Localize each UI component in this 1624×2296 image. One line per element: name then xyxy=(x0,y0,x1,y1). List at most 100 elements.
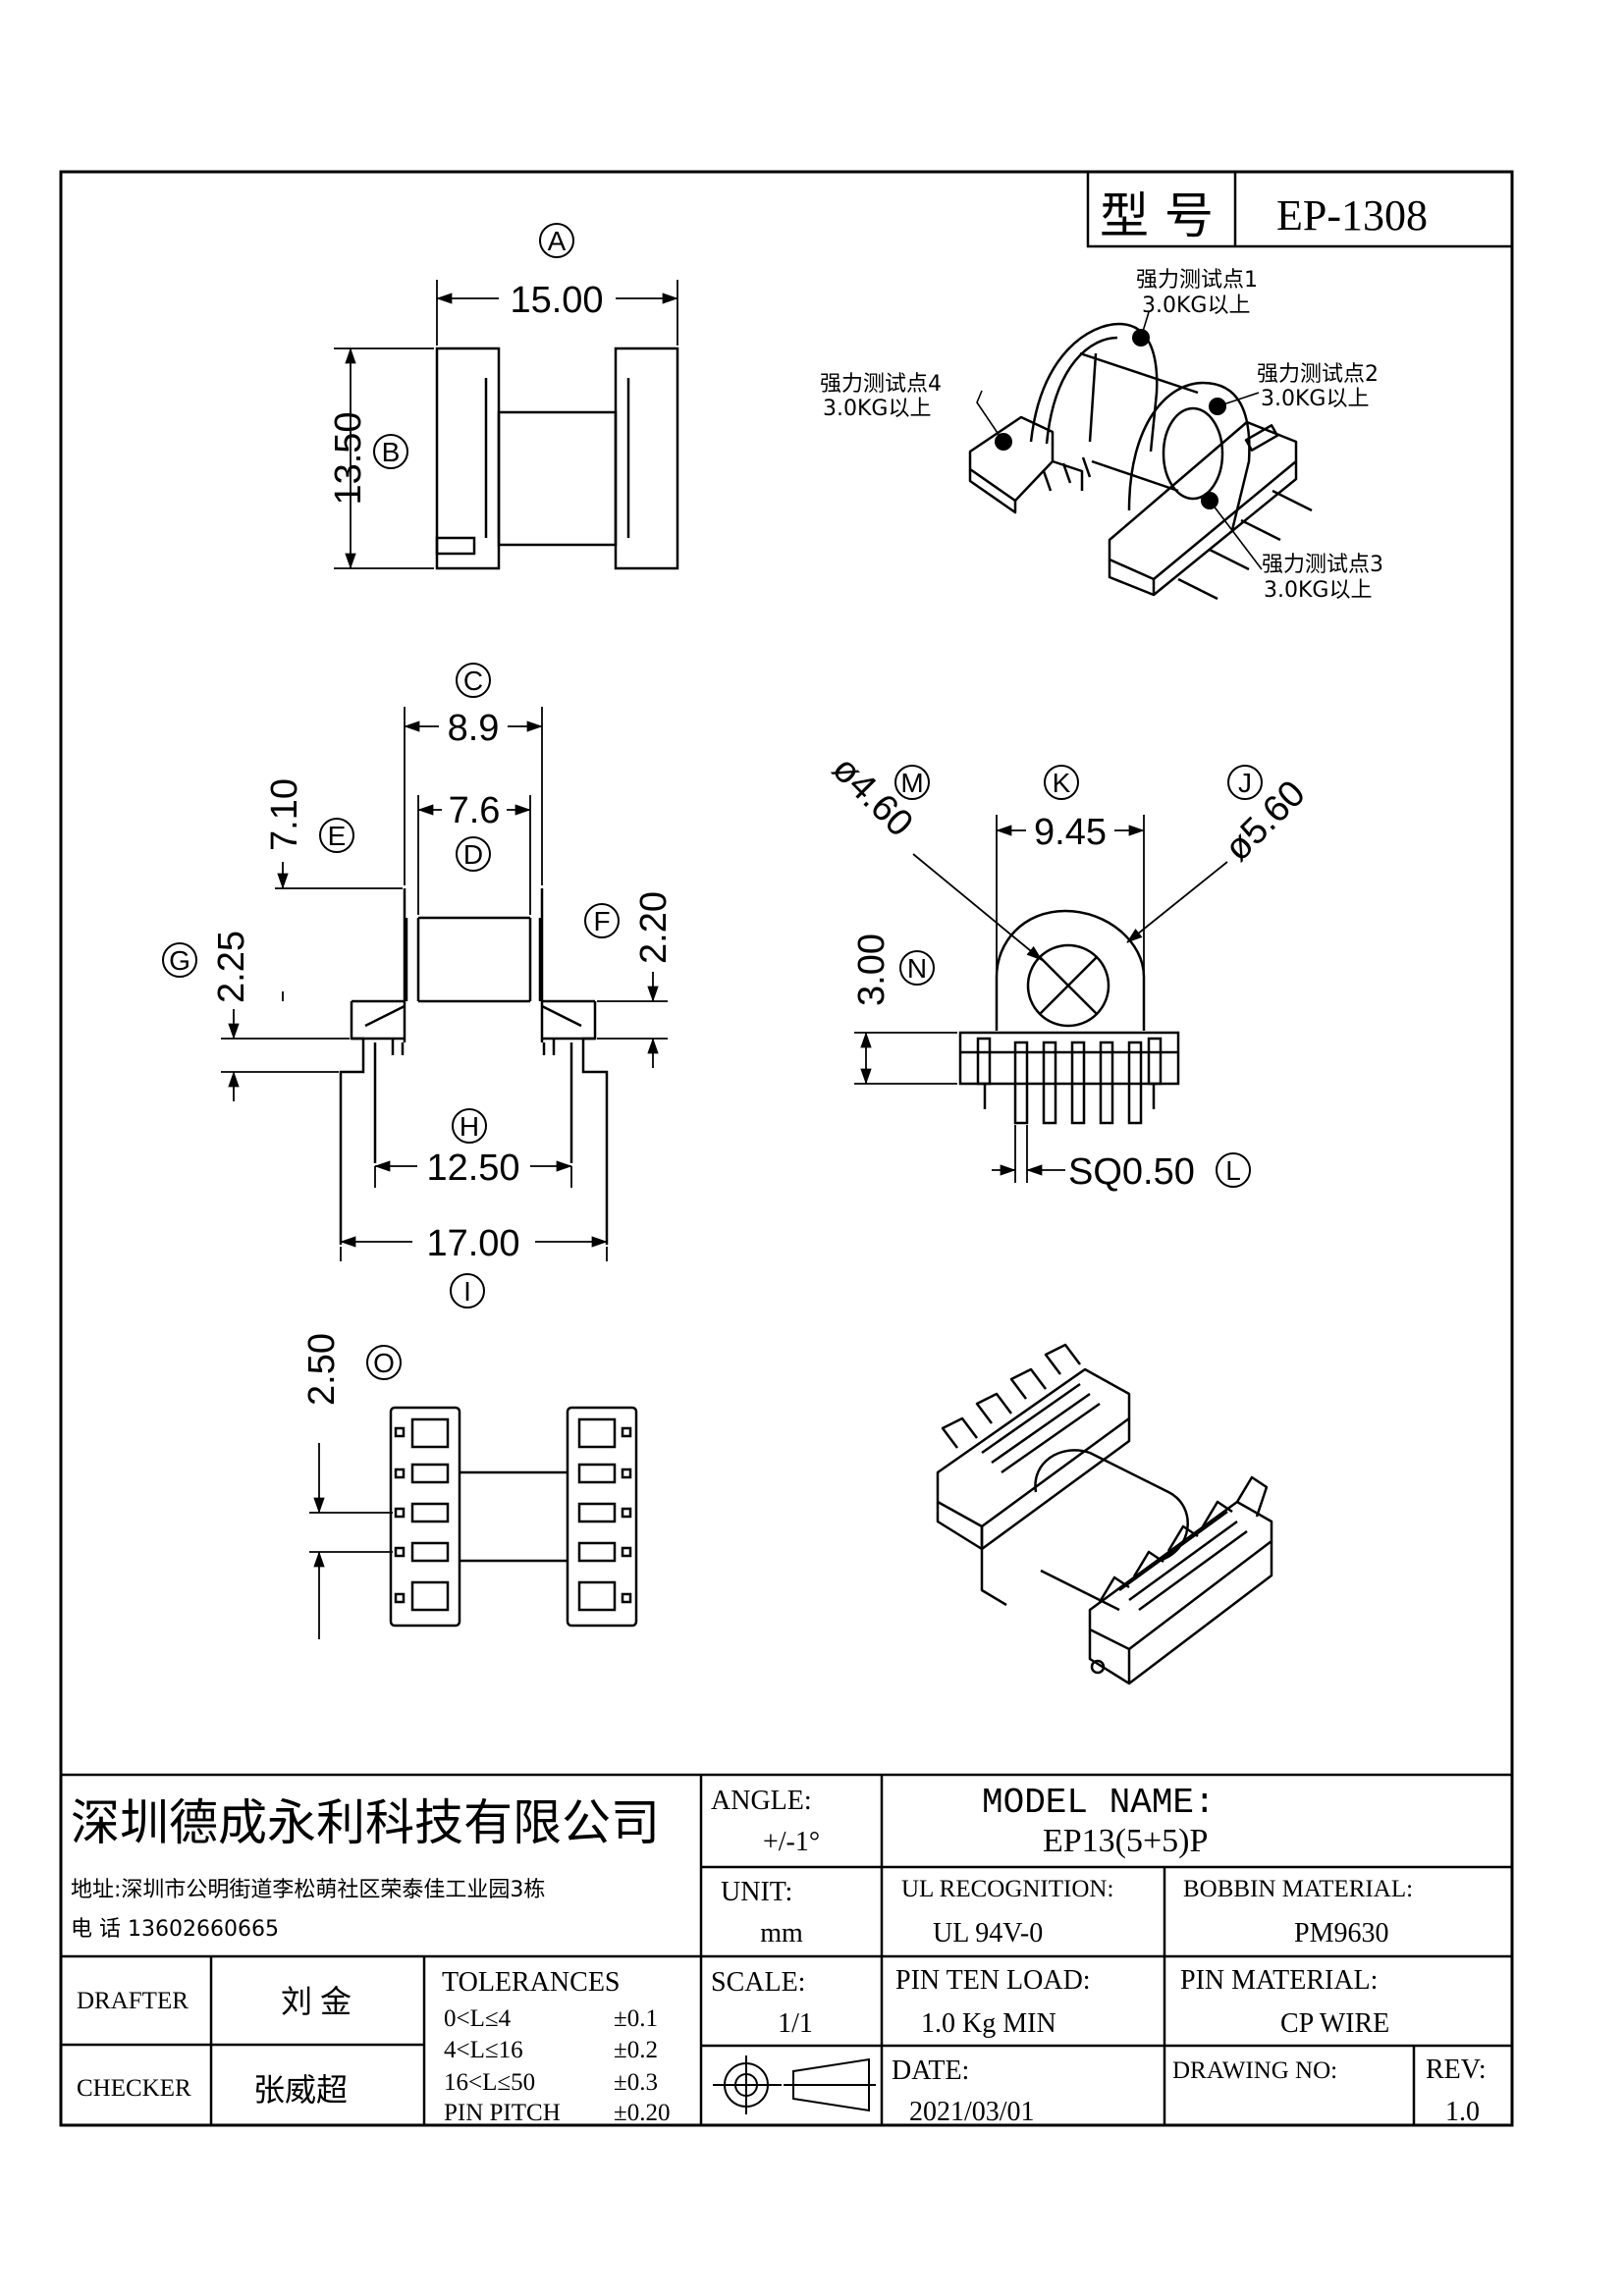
dim-G-value: 2.25 xyxy=(211,931,252,1003)
tolerance-range-2: 4<L≤16 xyxy=(444,2037,523,2063)
dim-F-value: 2.20 xyxy=(633,891,675,964)
checker-value: 张威超 xyxy=(253,2072,348,2108)
dim-D xyxy=(417,795,531,915)
dim-B-value: 13.50 xyxy=(328,411,369,505)
test-point-1-label: 强力测试点1 xyxy=(1136,268,1258,293)
dim-G xyxy=(221,1009,350,1101)
dim-F xyxy=(597,972,668,1068)
side-view-top xyxy=(435,347,679,570)
company-address: 地址:深圳市公明街道李松萌社区荣泰佳工业园3栋 xyxy=(71,1878,545,1902)
unit-label: UNIT: xyxy=(721,1877,792,1907)
drawing-no-label: DRAWING NO: xyxy=(1172,2057,1337,2084)
unit-value: mm xyxy=(760,1918,803,1949)
dim-B xyxy=(334,347,434,569)
model-label: 型 号 xyxy=(1100,187,1214,244)
marker-J-circle xyxy=(1227,765,1263,800)
test-point-1-load: 3.0KG以上 xyxy=(1142,294,1250,318)
dim-H xyxy=(374,1160,572,1188)
marker-J: J xyxy=(1238,768,1252,798)
ul-recognition-value: UL 94V-0 xyxy=(933,1918,1043,1949)
angle-label: ANGLE: xyxy=(711,1786,812,1816)
dim-M xyxy=(912,853,1043,961)
marker-G: G xyxy=(169,945,190,976)
marker-H: H xyxy=(460,1111,479,1142)
dim-N-value: 3.00 xyxy=(851,934,893,1006)
company-name: 深圳德成永利科技有限公司 xyxy=(71,1794,660,1851)
dim-E xyxy=(275,862,403,1001)
marker-E-circle xyxy=(319,818,354,853)
pin-load-label: PIN TEN LOAD: xyxy=(895,1965,1091,1996)
dim-K-value: 9.45 xyxy=(1034,812,1107,853)
tolerance-value-4: ±0.20 xyxy=(614,2100,670,2126)
marker-H-circle xyxy=(452,1108,487,1144)
model-name-label: MODEL NAME: xyxy=(982,1783,1216,1823)
marker-I: I xyxy=(463,1276,471,1307)
marker-G-circle xyxy=(162,942,197,978)
test-point-3-load: 3.0KG以上 xyxy=(1264,578,1372,603)
model-box xyxy=(1086,170,1514,248)
test-point-3-label: 强力测试点3 xyxy=(1262,553,1383,577)
marker-L: L xyxy=(1225,1155,1241,1186)
company-phone: 电 话 13602660665 xyxy=(71,1917,279,1942)
dim-J xyxy=(1126,861,1228,943)
marker-K: K xyxy=(1053,768,1071,798)
bottom-view xyxy=(389,1406,638,1628)
dim-C-value: 8.9 xyxy=(448,708,500,749)
marker-M-circle xyxy=(894,765,930,800)
bobbin-material-value: PM9630 xyxy=(1294,1918,1388,1949)
test-point-markers xyxy=(995,329,1226,509)
marker-D-circle xyxy=(456,836,491,872)
tolerance-value-3: ±0.3 xyxy=(614,2069,658,2096)
front-view xyxy=(339,888,609,1245)
marker-E: E xyxy=(328,821,347,851)
pin-material-label: PIN MATERIAL: xyxy=(1180,1965,1378,1996)
tolerance-value-2: ±0.2 xyxy=(614,2037,658,2063)
model-name-value: EP13(5+5)P xyxy=(1043,1823,1208,1859)
title-block-grid xyxy=(61,1773,1512,2125)
rev-label: REV: xyxy=(1426,2055,1487,2085)
ul-recognition-label: UL RECOGNITION: xyxy=(901,1876,1113,1902)
tolerance-range-4: PIN PITCH xyxy=(444,2100,561,2126)
marker-N: N xyxy=(907,953,927,984)
marker-C: C xyxy=(463,666,483,696)
marker-A: A xyxy=(548,226,567,256)
checker-label: CHECKER xyxy=(77,2075,191,2102)
dim-A-value: 15.00 xyxy=(510,280,603,321)
dim-O xyxy=(309,1443,393,1639)
end-view xyxy=(958,909,1180,1125)
angle-value: +/-1° xyxy=(763,1827,820,1857)
marker-M: M xyxy=(900,768,923,798)
marker-O-circle xyxy=(366,1345,402,1380)
test-point-2-load: 3.0KG以上 xyxy=(1261,387,1369,411)
dim-E-value: 7.10 xyxy=(264,778,305,851)
dim-C xyxy=(404,707,543,885)
dim-L xyxy=(992,1125,1065,1183)
marker-O: O xyxy=(373,1348,395,1378)
marker-B-circle xyxy=(373,434,408,469)
date-value: 2021/03/01 xyxy=(909,2097,1035,2127)
dim-A xyxy=(436,280,678,346)
test-point-4-label: 强力测试点4 xyxy=(820,372,942,397)
tolerances-label: TOLERANCES xyxy=(442,1967,621,1998)
marker-A-circle xyxy=(539,223,574,258)
drafter-label: DRAFTER xyxy=(77,1988,189,2014)
dim-J-value: ø5.60 xyxy=(1217,773,1313,869)
pin-load-value: 1.0 Kg MIN xyxy=(921,2008,1056,2039)
marker-N-circle xyxy=(899,950,935,986)
dim-N xyxy=(854,1032,957,1085)
projection-symbol xyxy=(713,2056,876,2114)
drafter-value: 刘 金 xyxy=(281,1984,352,2019)
test-point-4-load: 3.0KG以上 xyxy=(823,397,931,421)
dim-K xyxy=(996,815,1145,972)
dim-O-value: 2.50 xyxy=(301,1333,343,1406)
marker-F-circle xyxy=(584,903,620,938)
tolerance-range-3: 16<L≤50 xyxy=(444,2069,535,2096)
dim-H-value: 12.50 xyxy=(426,1148,519,1189)
tolerance-range-1: 0<L≤4 xyxy=(444,2005,512,2032)
dim-L-value: SQ0.50 xyxy=(1068,1151,1195,1193)
scale-value: 1/1 xyxy=(778,2008,813,2039)
scale-label: SCALE: xyxy=(711,1967,805,1998)
tolerance-value-1: ±0.1 xyxy=(614,2005,658,2032)
iso-view-bottom xyxy=(936,1343,1273,1685)
